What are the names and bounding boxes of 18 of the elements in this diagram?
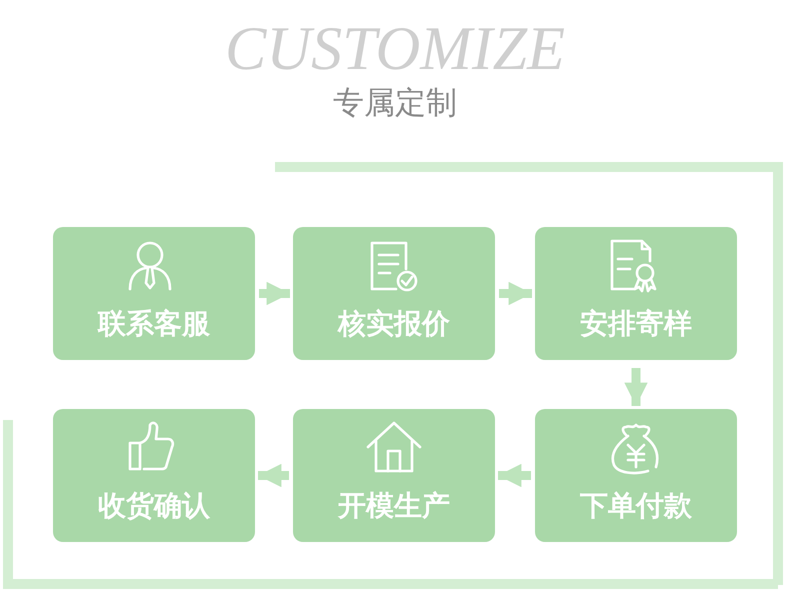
process-box (53, 409, 255, 542)
process-box (535, 409, 737, 542)
step-label: 核实报价 (338, 307, 450, 340)
subtitle: 专属定制 (332, 86, 458, 120)
arrow (624, 368, 648, 406)
process-box (293, 227, 495, 360)
process-box (293, 409, 495, 542)
arrow (259, 282, 290, 306)
step-label: 联系客服 (98, 307, 210, 340)
step-label: 下单付款 (580, 489, 692, 522)
arrow (499, 282, 532, 306)
process-box (53, 227, 255, 360)
arrow (498, 464, 531, 488)
step-label: 开模生产 (338, 489, 450, 522)
arrow (258, 464, 289, 488)
process-box (535, 227, 737, 360)
step-label: 安排寄样 (580, 307, 692, 340)
step-label: 收货确认 (98, 489, 210, 522)
